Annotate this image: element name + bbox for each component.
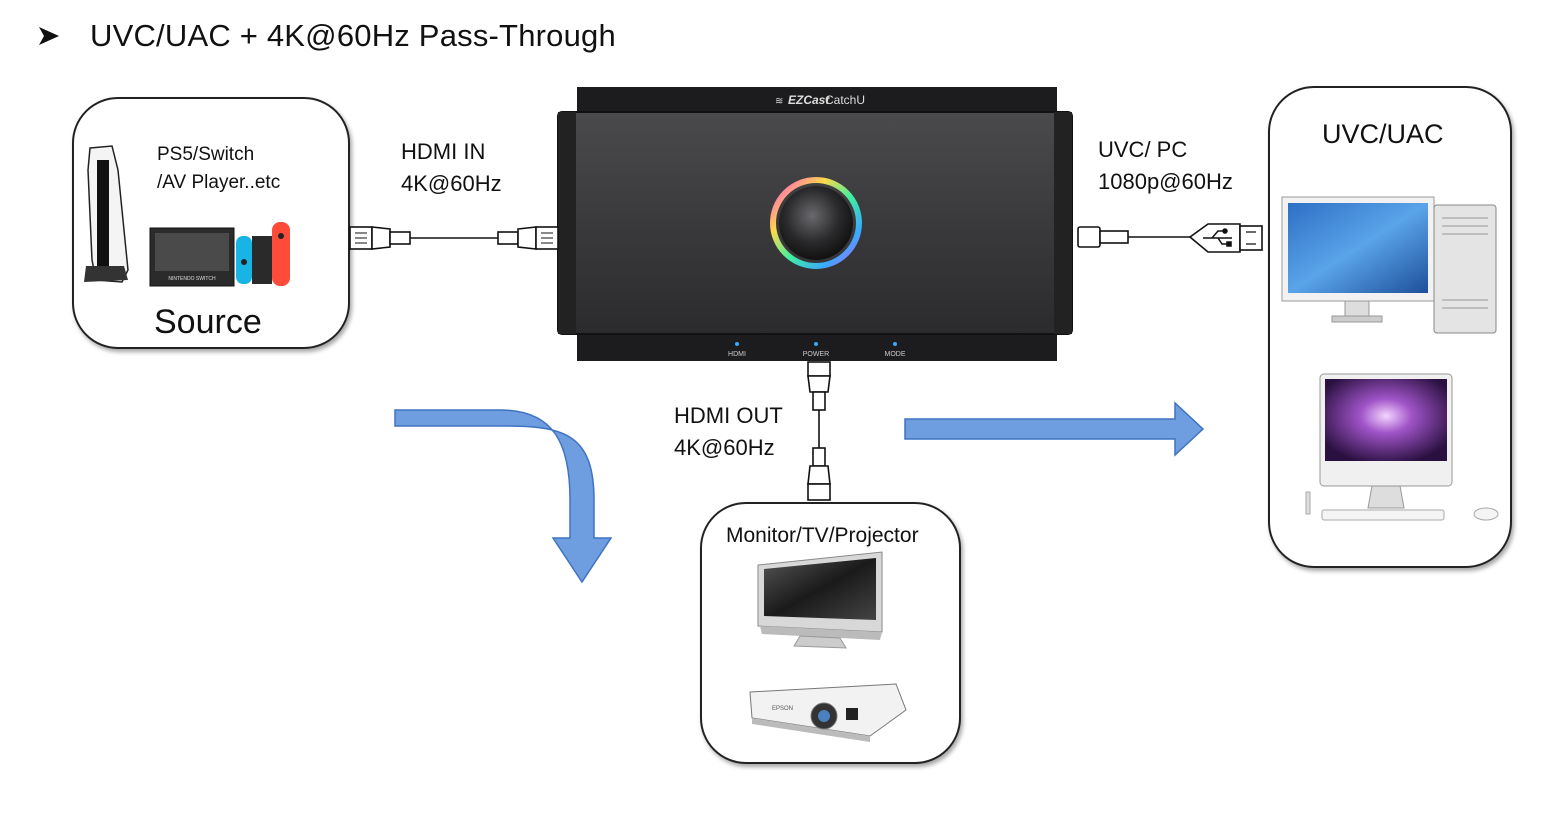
device-brand: EZCast (788, 93, 830, 107)
device-model: CatchU (825, 93, 865, 107)
nintendo-switch-icon: NINTENDO SWITCH (149, 222, 290, 287)
hdmi-out-cable (807, 361, 831, 501)
hdmi-out-label: HDMI OUT (674, 403, 783, 428)
wifi-logo-icon: ≋ (775, 96, 783, 107)
projector-brand: EPSON (772, 706, 793, 712)
source-devices-line2: /AV Player..etc (157, 172, 281, 193)
uvc-uac-title: UVC/UAC (1322, 119, 1444, 149)
display-box-title: Monitor/TV/Projector (726, 524, 919, 547)
led-label-power: POWER (803, 351, 829, 358)
hdmi-out-spec: 4K@60Hz (674, 435, 775, 460)
imac-desktop-icon (1305, 373, 1499, 521)
rgb-ring (770, 177, 862, 269)
uvc-pc-spec: 1080p@60Hz (1098, 169, 1233, 194)
control-knob (779, 186, 853, 260)
flow-arrow-down (394, 409, 613, 584)
ezcast-catchu-device: EZCast CatchU ≋ HDMI POWER MODE (557, 87, 1073, 361)
projector-icon: EPSON (749, 683, 907, 742)
arrow-bullet-icon (39, 27, 59, 45)
source-devices-line1: PS5/Switch (157, 144, 255, 165)
ps5-console-icon (84, 145, 129, 283)
page-title: UVC/UAC + 4K@60Hz Pass-Through (90, 18, 616, 53)
mac-pro-desktop-icon (1281, 196, 1497, 334)
title-row: UVC/UAC + 4K@60Hz Pass-Through (38, 14, 616, 58)
led-label-hdmi: HDMI (728, 351, 746, 358)
hdmi-in-cable (349, 226, 559, 250)
source-title: Source (154, 303, 262, 341)
led-label-mode: MODE (885, 351, 906, 358)
uvc-pc-label: UVC/ PC (1098, 137, 1188, 162)
hdmi-in-label: HDMI IN (401, 139, 486, 164)
hdmi-in-spec: 4K@60Hz (401, 171, 502, 196)
usb-icon (1203, 228, 1232, 247)
usb-cable (1077, 223, 1263, 253)
tv-monitor-icon (757, 551, 883, 649)
flow-arrow-right (904, 401, 1205, 457)
switch-logo-text: NINTENDO SWITCH (168, 276, 216, 282)
